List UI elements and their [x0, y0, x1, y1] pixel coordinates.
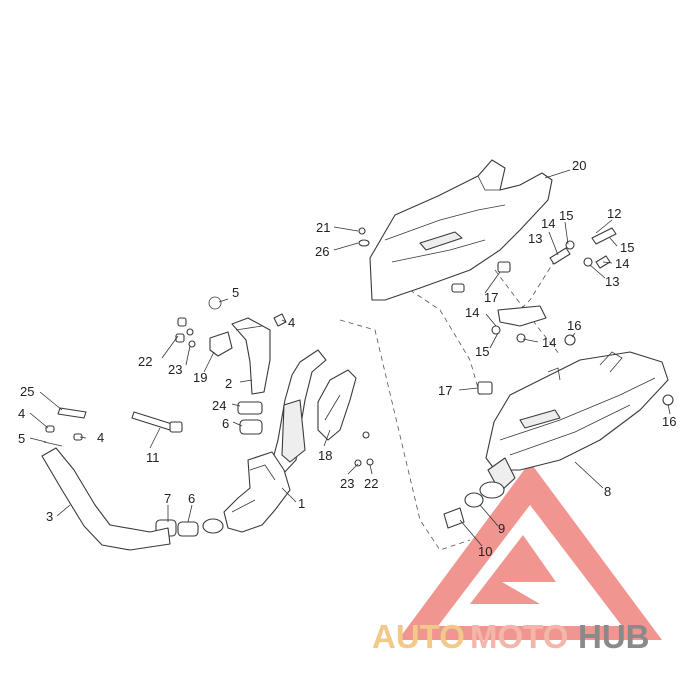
- callout-7: 7: [164, 491, 171, 506]
- link-pipe: [41, 447, 171, 551]
- watermark-triangle-cut: [470, 535, 556, 604]
- callout-5: 5: [18, 431, 25, 446]
- callout-18: 18: [318, 448, 332, 463]
- callout-3: 3: [46, 509, 53, 524]
- guide-line-cover-to-bracket: [494, 269, 561, 356]
- heat-shield: [317, 369, 357, 441]
- lambda-sensor: [131, 411, 183, 433]
- upper-fasteners: [549, 227, 617, 269]
- callout-22: 22: [138, 354, 152, 369]
- watermark-text: AUTO MOTO HUB: [372, 618, 650, 655]
- left-small-parts: [43, 407, 87, 447]
- callout-8: 8: [604, 484, 611, 499]
- callout-10: 10: [478, 544, 492, 559]
- callout-26: 26: [315, 244, 329, 259]
- callout-14: 14: [615, 256, 629, 271]
- callout-14: 14: [465, 305, 479, 320]
- callout-4: 4: [288, 315, 295, 330]
- callout-5: 5: [232, 285, 239, 300]
- callout-15: 15: [475, 344, 489, 359]
- callout-23: 23: [340, 476, 354, 491]
- left-bolts: [175, 317, 233, 357]
- leader-lines: [29, 169, 671, 547]
- callout-25: 25: [20, 384, 34, 399]
- callout-1: 1: [298, 496, 305, 511]
- callout-13: 13: [605, 274, 619, 289]
- muffler-upper-cover: [369, 159, 553, 301]
- callout-20: 20: [572, 158, 586, 173]
- callout-4: 4: [18, 406, 25, 421]
- callout-24: 24: [212, 398, 226, 413]
- callout-6: 6: [188, 491, 195, 506]
- callout-numbers: 20 21 26 12 15 14 13 15 14 13 17 14 16 1…: [18, 158, 676, 559]
- callout-14: 14: [541, 216, 555, 231]
- callout-15: 15: [559, 208, 573, 223]
- callout-14: 14: [542, 335, 556, 350]
- callout-12: 12: [607, 206, 621, 221]
- watermark-logo: [398, 462, 662, 640]
- callout-15: 15: [620, 240, 634, 255]
- watermark-moto: MOTO: [470, 618, 568, 655]
- callout-22: 22: [364, 476, 378, 491]
- callout-19: 19: [193, 370, 207, 385]
- watermark-hub: HUB: [578, 618, 650, 655]
- header-nut: [273, 313, 287, 327]
- gasket-ring: [208, 296, 222, 310]
- callout-23: 23: [168, 362, 182, 377]
- callout-16: 16: [567, 318, 581, 333]
- callout-17: 17: [484, 290, 498, 305]
- brackets-hardware: [354, 227, 674, 529]
- left-header-pipe: [231, 317, 271, 395]
- callout-11: 11: [146, 450, 160, 465]
- callout-13: 13: [528, 231, 542, 246]
- header-pipe-catalyst: [202, 349, 327, 534]
- callout-17: 17: [438, 383, 452, 398]
- callout-2: 2: [225, 376, 232, 391]
- callout-16: 16: [662, 414, 676, 429]
- watermark-auto: AUTO: [372, 618, 465, 655]
- callout-9: 9: [498, 521, 505, 536]
- callout-6: 6: [222, 416, 229, 431]
- guide-line-bracket: [409, 289, 481, 396]
- callout-21: 21: [316, 220, 330, 235]
- muffler-body: [464, 351, 669, 508]
- callout-4: 4: [97, 430, 104, 445]
